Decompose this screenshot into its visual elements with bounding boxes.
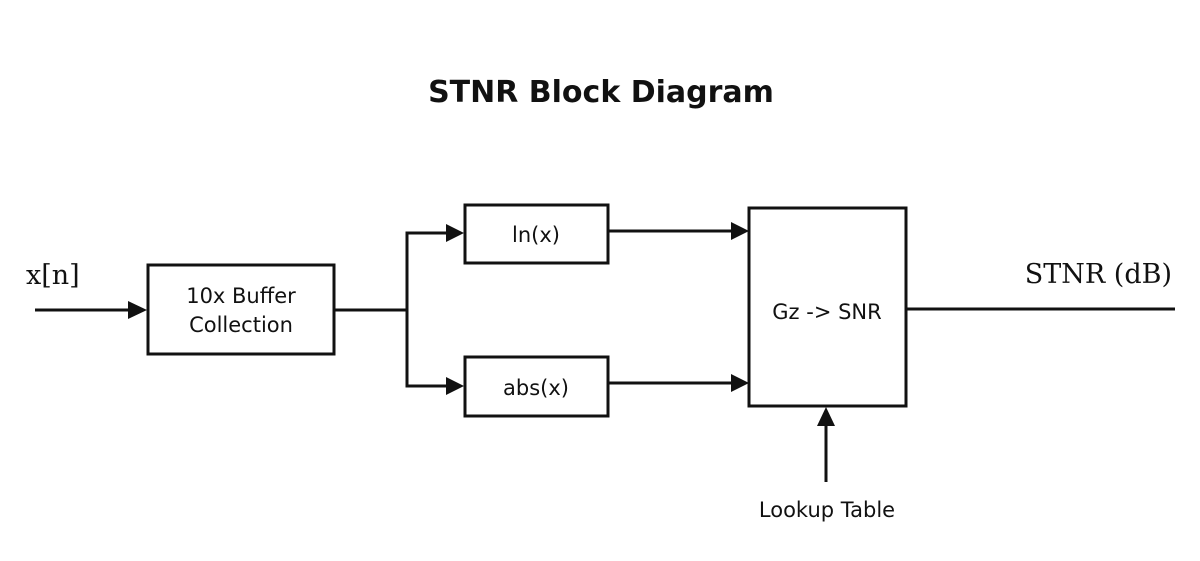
lookup-arrowhead <box>817 407 835 426</box>
ln-box <box>463 203 610 265</box>
buffer-collection-box <box>146 263 336 356</box>
output-label: STNR (dB) <box>1025 259 1172 290</box>
diagram-title: STNR Block Diagram <box>428 75 774 110</box>
lookup-table-label: Lookup Table <box>759 498 895 522</box>
ln-input-arrowhead <box>446 224 464 242</box>
buffer-collection-label-line2: Collection <box>189 313 293 337</box>
split-to-ln-wire <box>405 231 448 310</box>
buffer-collection-label-line1: 10x Buffer <box>186 284 296 308</box>
input-label: x[n] <box>26 260 80 291</box>
split-to-abs-wire <box>405 310 448 388</box>
buffer-collection-block: 10x Buffer Collection <box>146 263 336 356</box>
snr-label: Gz -> SNR <box>772 300 881 324</box>
ln-to-snr-arrowhead <box>731 222 749 240</box>
abs-to-snr-arrowhead <box>731 374 749 392</box>
ln-label: ln(x) <box>512 223 560 247</box>
input-arrowhead <box>128 301 147 319</box>
abs-input-arrowhead <box>446 377 464 395</box>
abs-box <box>463 355 610 418</box>
snr-box <box>747 206 908 408</box>
abs-label: abs(x) <box>503 376 569 400</box>
ln-block: ln(x) <box>463 203 610 265</box>
abs-block: abs(x) <box>463 355 610 418</box>
snr-block: Gz -> SNR <box>747 206 908 408</box>
